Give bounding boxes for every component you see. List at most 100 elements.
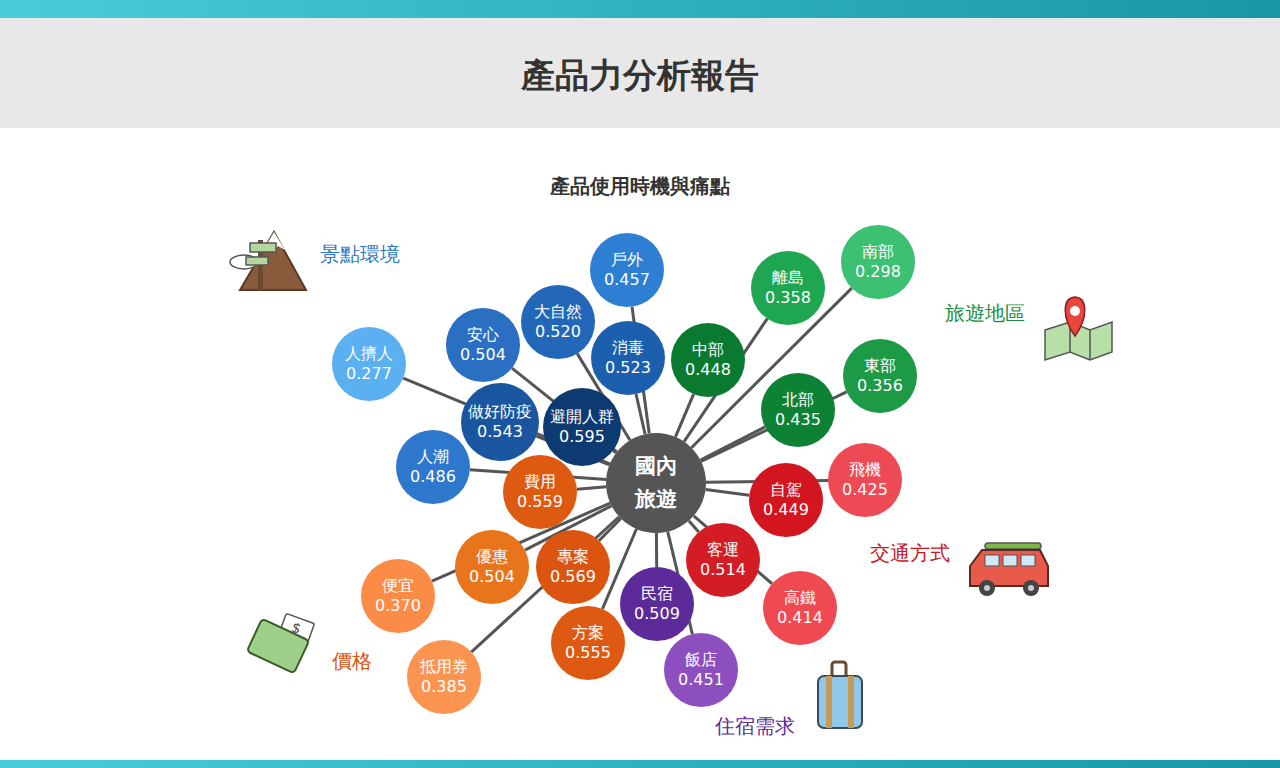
car-icon: [970, 543, 1048, 596]
topic-circle: 北部0.435: [761, 373, 835, 447]
topic-circle: 離島0.358: [751, 251, 825, 325]
group-label: 住宿需求: [715, 713, 795, 740]
node-value: 0.569: [550, 567, 596, 587]
top-band: [0, 0, 1280, 18]
topic-circle: 抵用券0.385: [407, 640, 481, 714]
group-label: 交通方式: [870, 540, 950, 567]
node-name: 做好防疫: [468, 402, 532, 422]
node-value: 0.356: [857, 376, 903, 396]
group-label: 旅遊地區: [945, 300, 1025, 327]
node-name: 離島: [772, 268, 804, 288]
node-name: 方案: [572, 623, 604, 643]
topic-circle: 飯店0.451: [664, 633, 738, 707]
node-name: 抵用券: [420, 657, 468, 677]
node-value: 0.504: [469, 567, 515, 587]
node-value: 0.509: [634, 604, 680, 624]
topic-circle: 中部0.448: [671, 323, 745, 397]
node-value: 0.425: [842, 480, 888, 500]
node-name: 南部: [862, 242, 894, 262]
topic-circle: 安心0.504: [446, 308, 520, 382]
node-value: 0.358: [765, 288, 811, 308]
node-name: 飯店: [685, 650, 717, 670]
suitcase-icon: [818, 662, 862, 728]
node-name: 人擠人: [345, 344, 393, 364]
node-value: 0.448: [685, 360, 731, 380]
topic-circle: 消毒0.523: [591, 321, 665, 395]
connector-line: [675, 394, 693, 437]
topic-circle: 避開人群0.595: [543, 388, 621, 466]
node-value: 0.595: [559, 427, 605, 447]
node-value: 0.559: [517, 492, 563, 512]
node-value: 0.435: [775, 410, 821, 430]
node-value: 0.486: [410, 467, 456, 487]
connector-line: [706, 489, 750, 495]
money-icon: $: [247, 613, 315, 673]
node-name: 戶外: [611, 250, 643, 270]
node-name: 專案: [557, 547, 589, 567]
node-name: 飛機: [849, 460, 881, 480]
map-icon: [1045, 297, 1112, 360]
topic-circle: 戶外0.457: [590, 233, 664, 307]
node-name: 消毒: [612, 338, 644, 358]
subtitle: 產品使用時機與痛點: [550, 173, 730, 200]
topic-circle: 費用0.559: [503, 455, 577, 529]
node-value: 0.385: [421, 677, 467, 697]
topic-circle: 做好防疫0.543: [461, 383, 539, 461]
page-title: 產品力分析報告: [521, 53, 759, 99]
node-name: 東部: [864, 356, 896, 376]
topic-circle: 客運0.514: [686, 523, 760, 597]
topic-circle: 高鐵0.414: [763, 571, 837, 645]
connector-line: [599, 519, 621, 541]
bottom-band: [0, 760, 1280, 768]
hub-circle: 國內 旅遊: [606, 433, 706, 533]
node-name: 中部: [692, 340, 724, 360]
node-name: 安心: [467, 325, 499, 345]
node-name: 人潮: [417, 447, 449, 467]
title-band: [0, 18, 1280, 128]
node-name: 便宜: [382, 576, 414, 596]
node-value: 0.514: [700, 560, 746, 580]
topic-circle: 方案0.555: [551, 606, 625, 680]
topic-circle: 東部0.356: [843, 339, 917, 413]
topic-circle: 專案0.569: [536, 530, 610, 604]
node-value: 0.555: [565, 643, 611, 663]
connector-line: [636, 394, 645, 434]
node-name: 優惠: [476, 547, 508, 567]
topic-circle: 飛機0.425: [828, 443, 902, 517]
topic-circle: 便宜0.370: [361, 559, 435, 633]
topic-circle: 人潮0.486: [396, 430, 470, 504]
node-value: 0.543: [477, 422, 523, 442]
topic-circle: 南部0.298: [841, 225, 915, 299]
group-label: 價格: [332, 648, 372, 675]
topic-circle: 民宿0.509: [620, 567, 694, 641]
node-name: 民宿: [641, 584, 673, 604]
node-name: 費用: [524, 472, 556, 492]
node-value: 0.451: [678, 670, 724, 690]
node-name: 國內 旅遊: [633, 450, 679, 515]
topic-circle: 自駕0.449: [749, 463, 823, 537]
node-value: 0.277: [346, 364, 392, 384]
node-name: 自駕: [770, 480, 802, 500]
node-name: 高鐵: [784, 588, 816, 608]
group-label: 景點環境: [320, 241, 400, 268]
node-name: 大自然: [534, 302, 582, 322]
connector-line: [577, 487, 606, 489]
node-value: 0.520: [535, 322, 581, 342]
topic-circle: 大自然0.520: [521, 285, 595, 359]
node-name: 客運: [707, 540, 739, 560]
topic-circle: 人擠人0.277: [332, 327, 406, 401]
topic-circle: 優惠0.504: [455, 530, 529, 604]
node-name: 北部: [782, 390, 814, 410]
node-value: 0.457: [604, 270, 650, 290]
mountain-icon: [230, 232, 306, 290]
connector-line: [689, 521, 699, 532]
node-value: 0.298: [855, 262, 901, 282]
connector-line: [655, 533, 658, 567]
connector-line: [700, 427, 765, 460]
node-value: 0.449: [763, 500, 809, 520]
node-value: 0.523: [605, 358, 651, 378]
node-value: 0.370: [375, 596, 421, 616]
node-name: 避開人群: [550, 407, 614, 427]
node-value: 0.504: [460, 345, 506, 365]
node-value: 0.414: [777, 608, 823, 628]
